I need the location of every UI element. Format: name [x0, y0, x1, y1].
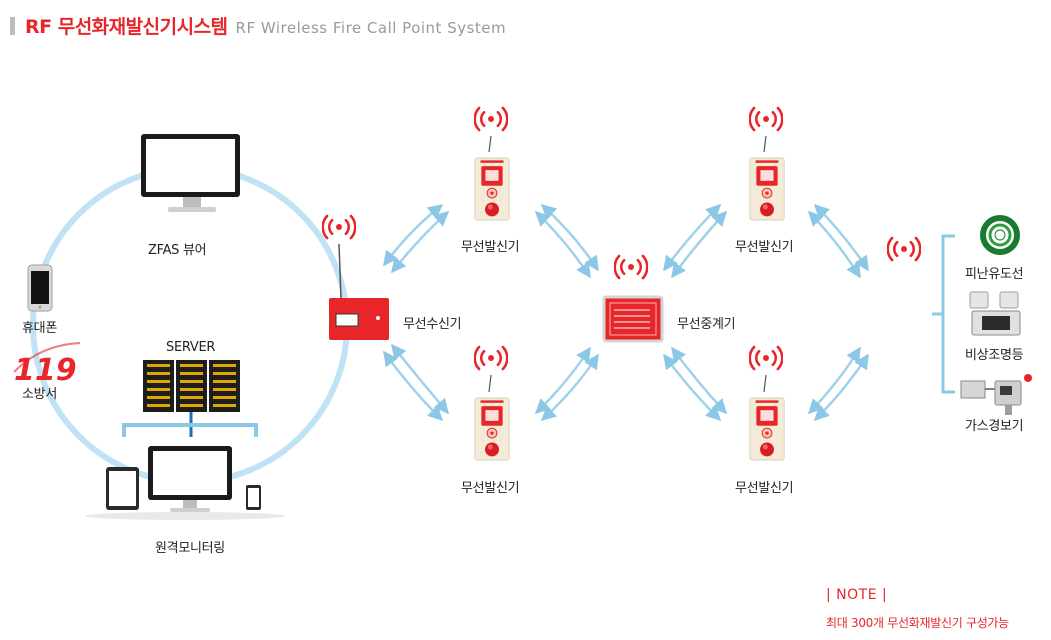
remote-monitoring-label: 원격모니터링 [155, 541, 225, 556]
call-point-4-rf-signal-icon [749, 345, 783, 371]
title-korean: RF 무선화재발신기시스템 [25, 16, 228, 38]
evacuation-guide-line-icon [980, 215, 1020, 255]
server-label: SERVER [166, 340, 216, 355]
call-point-2-device [749, 157, 785, 221]
fire-station-label: 소방서 [22, 387, 57, 402]
device-shadow [85, 512, 285, 520]
title-marker [10, 17, 15, 35]
server-connector [122, 412, 258, 437]
call-point-3-device [474, 397, 510, 461]
note-text: 최대 300개 무선화재발신기 구성가능 [826, 616, 1009, 630]
wireless-receiver-device [329, 298, 389, 340]
call-point-1-device [474, 157, 510, 221]
call-point-1-label: 무선발신기 [461, 240, 520, 255]
receiver-antenna [338, 243, 342, 299]
emergency-light-label: 비상조명등 [965, 348, 1024, 363]
call-point-2-rf-signal-icon [749, 106, 783, 132]
fire-station-119-logo: 119 [13, 342, 81, 388]
phone-icon [27, 264, 53, 312]
zfas-viewer-label: ZFAS 뷰어 [148, 243, 207, 258]
title-english: RF Wireless Fire Call Point System [235, 19, 507, 37]
desktop-icon [148, 446, 232, 512]
call-point-3-label: 무선발신기 [461, 481, 520, 496]
call-point-3-rf-signal-icon [474, 345, 508, 371]
receiver-rf-signal-icon [322, 214, 356, 240]
call-point-4-device [749, 397, 785, 461]
right-rf-signal-icon [887, 236, 921, 262]
gas-alarm-icon [960, 374, 1032, 415]
call-point-1-rf-signal-icon [474, 106, 508, 132]
wireless-repeater-device [602, 295, 664, 343]
repeater-label: 무선중계기 [677, 317, 736, 332]
connection-arrows [382, 203, 870, 422]
page-title: RF 무선화재발신기시스템 RF Wireless Fire Call Poin… [10, 12, 506, 39]
small-phone-icon [246, 485, 261, 510]
svg-text:119: 119 [14, 353, 77, 388]
call-point-4-label: 무선발신기 [735, 481, 794, 496]
tablet-icon [106, 467, 139, 510]
server-icon [143, 360, 240, 412]
receiver-label: 무선수신기 [403, 317, 462, 332]
peripheral-bracket [941, 234, 955, 394]
emergency-light-icon [969, 291, 1021, 336]
mobile-label: 휴대폰 [22, 321, 57, 336]
repeater-rf-signal-icon [614, 254, 648, 280]
gas-alarm-label: 가스경보기 [965, 419, 1024, 434]
note-heading: | NOTE | [826, 587, 888, 603]
evac-guide-line-label: 피난유도선 [965, 267, 1024, 282]
call-point-2-label: 무선발신기 [735, 240, 794, 255]
monitor-icon [141, 134, 240, 212]
